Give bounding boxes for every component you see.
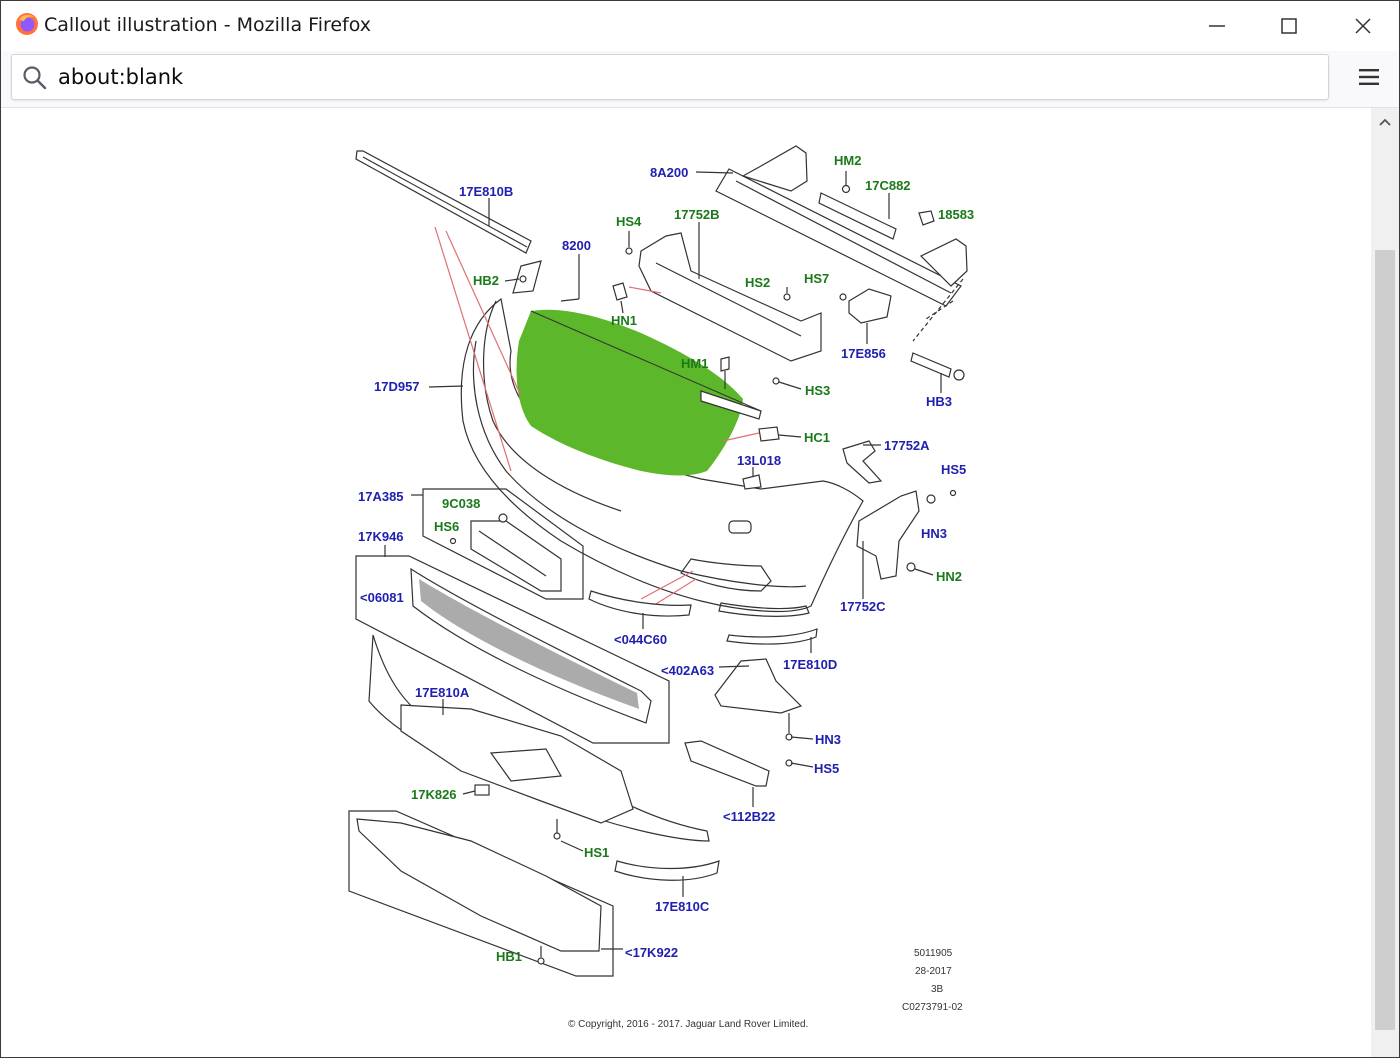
label-8a200: 8A200 [650,165,688,180]
label-06081: <06081 [360,590,404,605]
bracket-17752c [856,489,957,599]
page-content: 17E810B 8A200 8200 17D957 17E856 17752A … [1,108,1371,1057]
label-8200: 8200 [562,238,591,253]
reference-line-3: 3B [931,984,944,995]
label-hs3: HS3 [805,383,830,398]
trim-044c60 [588,590,692,629]
chevron-up-icon [1379,118,1391,126]
hs3-screw [772,377,802,390]
reference-line-2: 28-2017 [915,966,952,977]
scroll-up-button[interactable] [1371,108,1399,136]
label-hs5-lower: HS5 [814,761,839,776]
label-17e810b: 17E810B [459,184,513,199]
label-17752c: 17752C [840,599,886,614]
upper-bracket-17752b [625,222,822,362]
label-17a385: 17A385 [358,489,404,504]
reinforcement-beam [695,145,968,342]
minimize-icon [1209,25,1225,27]
label-hs1: HS1 [584,845,609,860]
trim-112b22 [684,740,770,807]
callout-illustration: 17E810B 8A200 8200 17D957 17E856 17752A … [348,145,974,1030]
strip-17e810c [614,860,720,897]
minimize-button[interactable] [1181,1,1253,51]
highlighted-grille [516,254,762,476]
reference-line-1: 5011905 [914,948,953,959]
label-17752b: 17752B [674,207,720,222]
url-text[interactable]: about:blank [58,65,184,89]
bracket-402a63 [714,658,814,768]
navigation-toolbar: about:blank [1,51,1399,108]
label-hn3-lower: HN3 [815,732,841,747]
hb2-screw [504,260,542,294]
hc1-clip [722,426,802,442]
label-17e856: 17E856 [841,346,886,361]
search-icon [23,66,47,90]
lower-grille-box [355,545,670,744]
hamburger-menu-icon [1359,69,1379,85]
label-17d957: 17D957 [374,379,420,394]
hs2-screw [783,293,791,301]
label-17e810c: 17E810C [655,899,710,914]
label-17752a: 17752A [884,438,930,453]
bracket-17c882 [818,171,897,240]
lower-skid-box [348,810,623,977]
window-title: Callout illustration - Mozilla Firefox [44,14,372,36]
scrollbar-thumb[interactable] [1375,250,1395,1030]
bracket-17e856 [839,288,892,344]
close-button[interactable] [1327,1,1399,51]
label-hb1: HB1 [496,949,522,964]
vertical-scrollbar[interactable] [1371,108,1399,1057]
firefox-icon [16,13,38,35]
url-bar[interactable]: about:blank [11,54,1329,100]
label-044c60: <044C60 [614,632,667,647]
label-17e810d: 17E810D [783,657,837,672]
label-hn1: HN1 [611,313,637,328]
label-hs5: HS5 [941,462,966,477]
hn1-clip [612,282,662,314]
close-icon [1355,18,1371,34]
strip-17e810d [726,628,818,653]
label-hm1: HM1 [681,356,708,371]
copyright-text: © Copyright, 2016 - 2017. Jaguar Land Ro… [568,1019,808,1030]
label-13l018: 13L018 [737,453,781,468]
label-9c038: 9C038 [442,496,480,511]
label-112b22: <112B22 [723,809,775,824]
hb3-bolt [910,352,965,393]
bracket-17752a [842,440,883,484]
reference-line-4: C0273791-02 [902,1002,963,1013]
title-bar: Callout illustration - Mozilla Firefox [1,1,1399,51]
label-17k922: <17K922 [625,945,678,960]
label-hc1: HC1 [804,430,830,445]
label-hs4: HS4 [616,214,642,229]
label-17e810a: 17E810A [415,685,470,700]
cover-13l018 [742,467,762,490]
app-menu-button[interactable] [1349,57,1389,97]
label-18583: 18583 [938,207,974,222]
label-hb3: HB3 [926,394,952,409]
upper-trim-strip [355,150,532,254]
label-hb2: HB2 [473,273,499,288]
label-hn3: HN3 [921,526,947,541]
hm1-nut [720,356,730,389]
maximize-button[interactable] [1253,1,1325,51]
label-402a63: <402A63 [661,663,714,678]
label-hn2: HN2 [936,569,962,584]
leader-line-1 [434,226,512,472]
label-17k946: 17K946 [358,529,404,544]
label-hs7: HS7 [804,271,829,286]
undertray-17e810a [368,634,710,852]
label-17k826: 17K826 [411,787,457,802]
maximize-icon [1281,18,1297,34]
licence-plate-box [411,488,584,600]
clip-18583 [918,210,935,226]
label-hm2: HM2 [834,153,861,168]
label-hs6: HS6 [434,519,459,534]
label-hs2: HS2 [745,275,770,290]
label-17c882: 17C882 [865,178,911,193]
